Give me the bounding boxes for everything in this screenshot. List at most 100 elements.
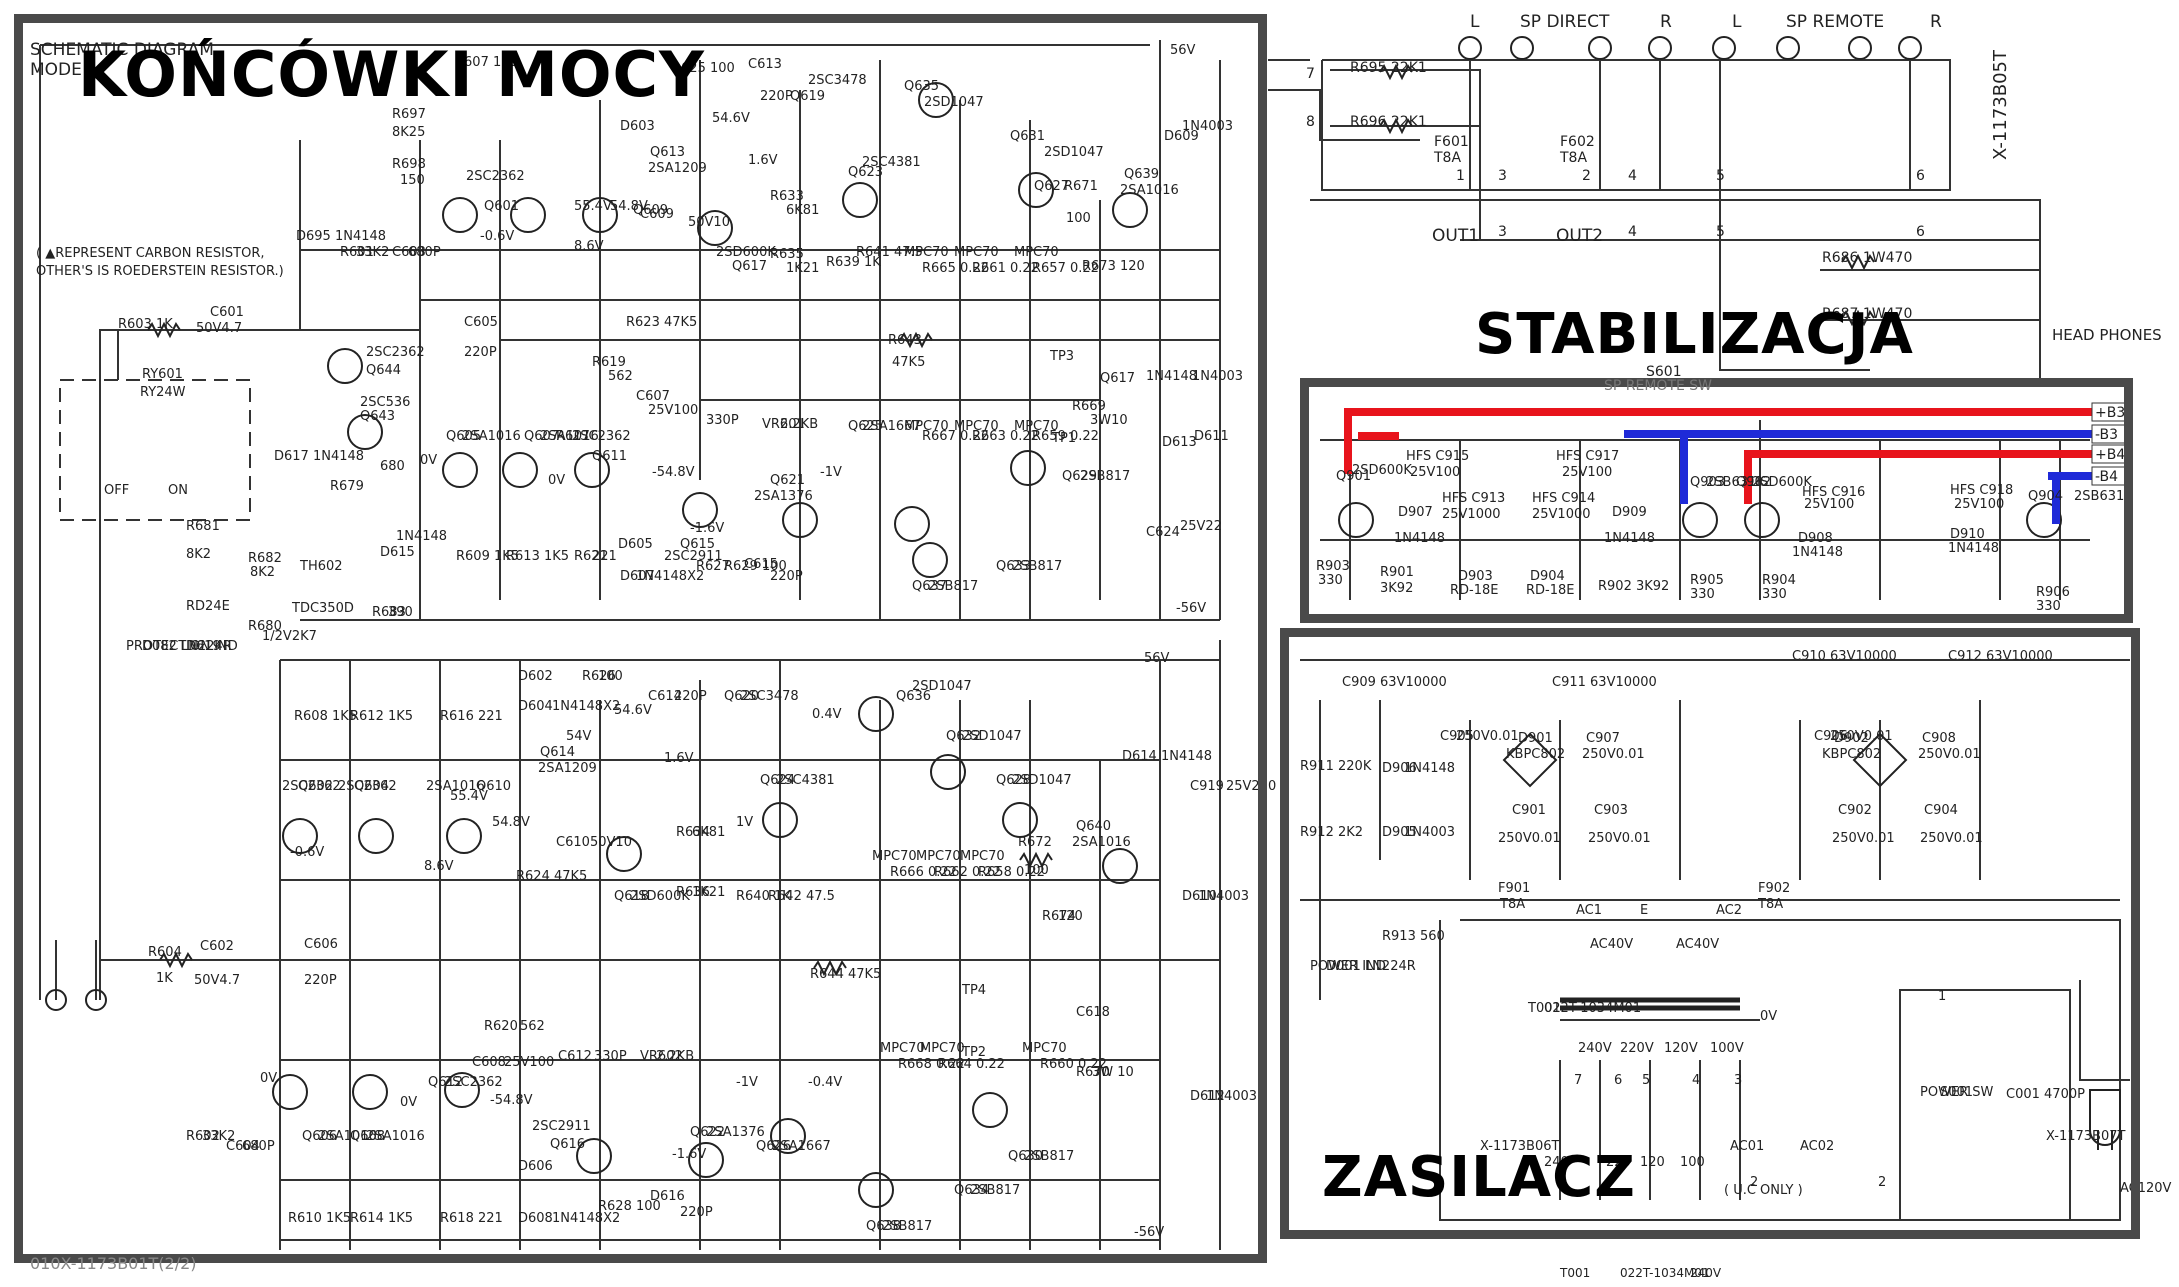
- component-label: X-1173B07T: [2046, 1129, 2125, 1144]
- component-label: X-1173B06T: [1480, 1139, 1559, 1154]
- component-label: R695 22K1: [1350, 60, 1427, 76]
- component-label: Q617: [1100, 371, 1135, 386]
- component-label: 8.6V: [424, 859, 454, 874]
- component-label: 25V22: [1180, 519, 1222, 534]
- component-label: ( U.C ONLY ): [1724, 1183, 1803, 1198]
- resistor-symbol: [1379, 117, 1413, 135]
- component-label: Q629: [1062, 469, 1097, 484]
- component-label: C615: [744, 557, 778, 572]
- component-label: 2SA1016: [426, 779, 485, 794]
- component-label: 47K5: [892, 355, 925, 370]
- component-label: MPC70: [904, 245, 949, 260]
- component-label: 54.6V: [712, 111, 750, 126]
- note-carbon: ( ▲REPRESENT CARBON RESISTOR,: [36, 246, 265, 261]
- component-label: C001 4700P: [2006, 1087, 2085, 1102]
- component-label: 2.2KB: [656, 1049, 694, 1064]
- mains-plug-icon: [2089, 1089, 2121, 1150]
- component-label: Q607: [524, 429, 559, 444]
- schematic-title: SCHEMATIC DIAGRAM: [30, 40, 214, 60]
- component-label: 6: [1614, 1073, 1622, 1088]
- component-label: F601: [1434, 134, 1469, 150]
- component-label: 2SA1016: [1120, 183, 1179, 198]
- component-label: 221: [592, 549, 617, 564]
- component-label: C901: [1512, 803, 1546, 818]
- component-label: C910 63V10000: [1792, 649, 1897, 664]
- component-label: 8.6V: [574, 239, 604, 254]
- component-label: Q901: [1336, 469, 1371, 484]
- component-label: 2SB817: [882, 1219, 932, 1234]
- component-label: MPC70: [1022, 1041, 1067, 1056]
- component-label: 250V0.01: [1456, 729, 1519, 744]
- component-label: 3W10: [1090, 413, 1128, 428]
- component-label: D604: [518, 699, 553, 714]
- resistor-symbol: [899, 331, 933, 349]
- component-label: E: [1640, 903, 1648, 918]
- component-label: 250V0.01: [1498, 831, 1561, 846]
- sp-direct-label: SP DIRECT: [1520, 12, 1610, 32]
- component-label: C603: [392, 245, 426, 260]
- component-label: 1N4148: [1394, 531, 1445, 546]
- component-label: 25V100: [648, 403, 698, 418]
- component-label: D616: [650, 1189, 685, 1204]
- component-label: R609 1K5: [456, 549, 519, 564]
- sp-terminal-R2: R: [1930, 12, 1942, 32]
- component-label: 150: [400, 173, 425, 188]
- component-label: 6: [1916, 168, 1925, 184]
- component-label: D909: [1612, 505, 1647, 520]
- transistor-symbol: [912, 542, 948, 578]
- component-label: 250V0.01: [1920, 831, 1983, 846]
- component-label: 1N4148: [1792, 545, 1843, 560]
- component-label: 8K2: [186, 547, 211, 562]
- component-label: Q637: [912, 579, 947, 594]
- component-label: 220P: [304, 973, 337, 988]
- component-label: R673 120: [1082, 259, 1145, 274]
- component-label: 54.8V: [610, 199, 648, 214]
- component-label: 2SD1047: [924, 95, 984, 110]
- component-label: R619: [592, 355, 626, 370]
- component-label: C624: [1146, 525, 1180, 540]
- component-label: R618 221: [440, 1211, 503, 1226]
- component-label: R610 1K5: [288, 1211, 351, 1226]
- bottom-part-no: 022T-1034M01: [1620, 1266, 1710, 1280]
- input-terminal-3: [45, 989, 67, 1011]
- rail-plus-b3: [1344, 408, 2096, 474]
- rail-labels: +B3-B3+B4-B4: [2091, 402, 2127, 486]
- transistor-symbol: [2026, 502, 2062, 538]
- transistor-symbol: [1338, 502, 1374, 538]
- component-label: 330: [1690, 587, 1715, 602]
- component-label: R667 0.22: [922, 429, 989, 444]
- component-label: R905: [1690, 573, 1724, 588]
- component-label: RD-18E: [1450, 583, 1499, 598]
- component-label: 680P: [242, 1139, 275, 1154]
- transistor-symbol: [282, 818, 318, 854]
- component-label: TP3: [1049, 349, 1074, 364]
- component-label: R626: [582, 669, 616, 684]
- component-label: C614: [648, 689, 682, 704]
- component-label: 6K81: [786, 203, 819, 218]
- component-label: 2SC4381: [862, 155, 921, 170]
- transistor-symbol: [444, 1072, 480, 1108]
- component-label: AC02: [1800, 1139, 1834, 1154]
- component-label: 220P: [770, 569, 803, 584]
- component-label: C609: [640, 207, 674, 222]
- component-label: KBPC802: [1506, 747, 1565, 762]
- component-label: 50V10: [688, 215, 730, 230]
- component-label: VR601: [762, 417, 805, 432]
- component-label: 3: [1498, 168, 1507, 184]
- rail-label: -B4: [2095, 469, 2118, 485]
- component-label: 6: [1916, 224, 1925, 240]
- component-label: R604: [148, 945, 182, 960]
- component-label: R628 100: [598, 1199, 661, 1214]
- component-label: 2SC2362: [466, 169, 525, 184]
- transistor-symbol: [1018, 172, 1054, 208]
- component-label: 2SB817: [1024, 1149, 1074, 1164]
- component-label: Q611: [592, 449, 627, 464]
- component-label: C912 63V10000: [1948, 649, 2053, 664]
- power-amp-frame: [14, 14, 1267, 1263]
- component-label: R668 0.22: [898, 1057, 965, 1072]
- component-label: C605: [464, 315, 498, 330]
- component-label: 1.6V: [664, 751, 694, 766]
- component-label: C919: [1190, 779, 1224, 794]
- component-label: 2SD600K: [630, 889, 690, 904]
